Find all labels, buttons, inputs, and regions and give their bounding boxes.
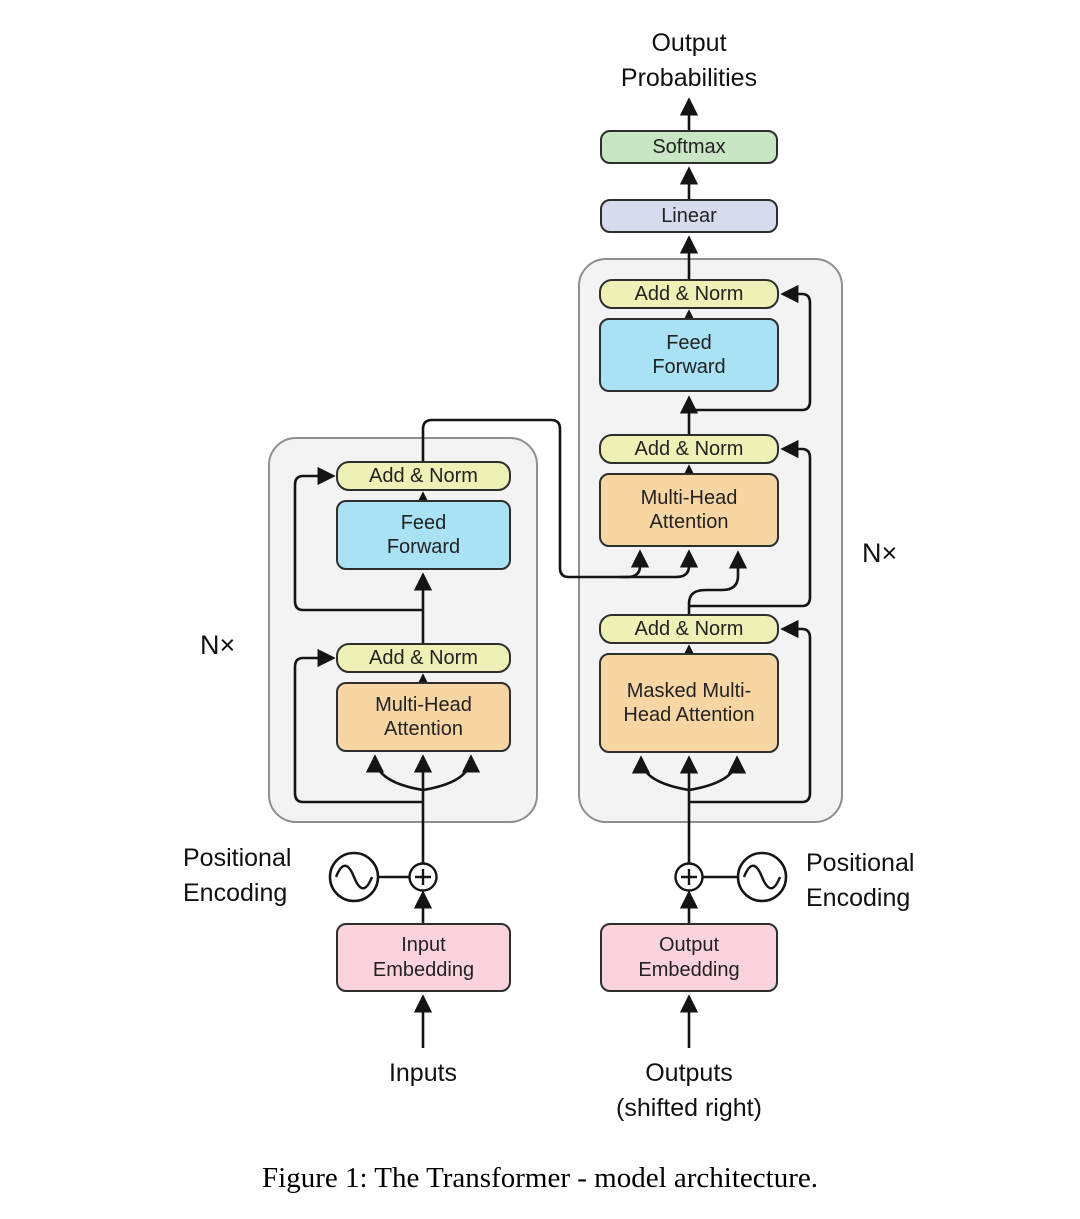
- positional-encoding-label-right: Positional Encoding: [806, 849, 915, 912]
- addnorm-label: Add & Norm: [634, 282, 744, 305]
- sine-wave-icon: [334, 864, 374, 890]
- addnorm-label: Add & Norm: [369, 646, 478, 669]
- arrow-enc-k-branch: [365, 754, 424, 792]
- encoder-feedforward-box: Feed Forward: [336, 500, 511, 570]
- linear-label: Linear: [661, 204, 717, 227]
- residual-enc-attention: [293, 648, 423, 804]
- input-embedding-label: Input Embedding: [372, 934, 475, 981]
- encoder-addnorm-top-box: Add & Norm: [336, 461, 511, 491]
- feedforward-label: Feed Forward: [652, 331, 726, 378]
- residual-dec-cross-attention: [689, 439, 812, 608]
- output-probabilities-label: Output Probabilities: [620, 29, 758, 92]
- addnorm-label: Add & Norm: [634, 437, 744, 460]
- masked-attention-label: Masked Multi-Head Attention: [623, 679, 755, 726]
- decoder-repeat-count-label: N×: [862, 538, 898, 568]
- outputs-label: Outputs (shifted right): [589, 1056, 789, 1126]
- add-icon-left: [408, 862, 438, 892]
- arrow-dec-k-branch: [631, 755, 690, 792]
- arrow-enc-q-branch: [422, 754, 481, 792]
- positional-encoding-icon-right: [736, 851, 788, 903]
- residual-enc-feedforward: [293, 466, 423, 612]
- decoder-addnorm-middle-box: Add & Norm: [599, 434, 779, 464]
- softmax-label: Softmax: [652, 135, 726, 158]
- decoder-addnorm-bottom-box: Add & Norm: [599, 614, 779, 644]
- arrow-group: [293, 97, 812, 1048]
- arrow-dec-query-into-cross-attention: [687, 550, 748, 614]
- arrow-dec-q-branch: [688, 755, 747, 792]
- decoder-addnorm-top-box: Add & Norm: [599, 279, 779, 309]
- positional-encoding-label-left: Positional Encoding: [183, 844, 292, 907]
- decoder-masked-attention-box: Masked Multi-Head Attention: [599, 653, 779, 753]
- sine-wave-icon: [742, 864, 782, 890]
- encoder-self-attention-box: Multi-Head Attention: [336, 682, 511, 752]
- bridge-encoder-to-decoder-kv2: [620, 549, 699, 579]
- output-embedding-box: Output Embedding: [600, 923, 778, 992]
- input-embedding-box: Input Embedding: [336, 923, 511, 992]
- add-icon-right: [674, 862, 704, 892]
- encoder-repeat-count-label: N×: [200, 630, 236, 660]
- residual-dec-masked-attention: [689, 619, 812, 804]
- plus-icon: [415, 869, 431, 885]
- plus-icon: [681, 869, 697, 885]
- outputs-label-line2: (shifted right): [616, 1094, 762, 1122]
- linear-box: Linear: [600, 199, 778, 233]
- multihead-attention-label: Multi-Head Attention: [640, 486, 738, 533]
- figure-caption: Figure 1: The Transformer - model archit…: [262, 1162, 818, 1194]
- feedforward-label: Feed Forward: [386, 511, 461, 558]
- decoder-cross-attention-box: Multi-Head Attention: [599, 473, 779, 547]
- outputs-label-line1: Outputs: [645, 1059, 733, 1087]
- encoder-addnorm-bottom-box: Add & Norm: [336, 643, 511, 673]
- decoder-feedforward-box: Feed Forward: [599, 318, 779, 392]
- addnorm-label: Add & Norm: [369, 464, 478, 487]
- multihead-attention-label: Multi-Head Attention: [375, 693, 472, 740]
- inputs-label: Inputs: [388, 1059, 458, 1087]
- positional-encoding-icon-left: [328, 851, 380, 903]
- residual-dec-feedforward: [689, 284, 812, 412]
- softmax-box: Softmax: [600, 130, 778, 164]
- addnorm-label: Add & Norm: [634, 617, 744, 640]
- output-embedding-label: Output Embedding: [638, 934, 740, 981]
